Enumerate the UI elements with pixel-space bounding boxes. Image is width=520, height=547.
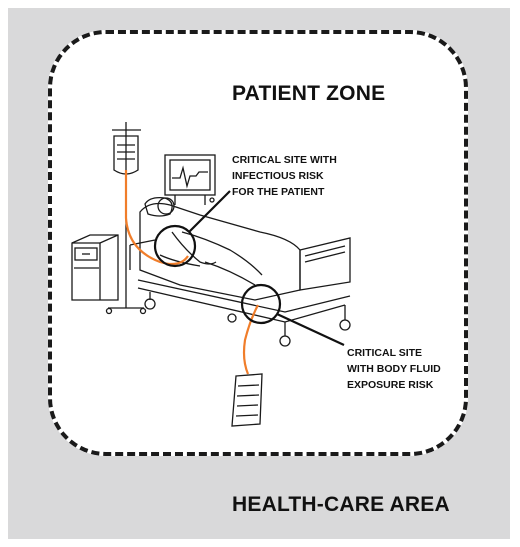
bedside-cabinet-icon: [71, 234, 119, 301]
health-care-area-title: HEALTH-CARE AREA: [232, 493, 450, 516]
urine-bag-icon: [231, 373, 263, 427]
patient-zone-title: PATIENT ZONE: [232, 82, 386, 105]
callout-body-fluid-risk-marker: [240, 283, 345, 346]
vital-signs-monitor-icon: [164, 154, 216, 205]
infectious-risk-label: CRITICAL SITE WITH INFECTIOUS RISK FOR T…: [232, 154, 337, 198]
hospital-bed-icon: [129, 196, 351, 347]
body-fluid-risk-label: CRITICAL SITE WITH BODY FLUID EXPOSURE R…: [347, 347, 441, 391]
iv-tubing-line: [124, 170, 259, 375]
callout-infectious-risk-marker: [153, 190, 231, 268]
